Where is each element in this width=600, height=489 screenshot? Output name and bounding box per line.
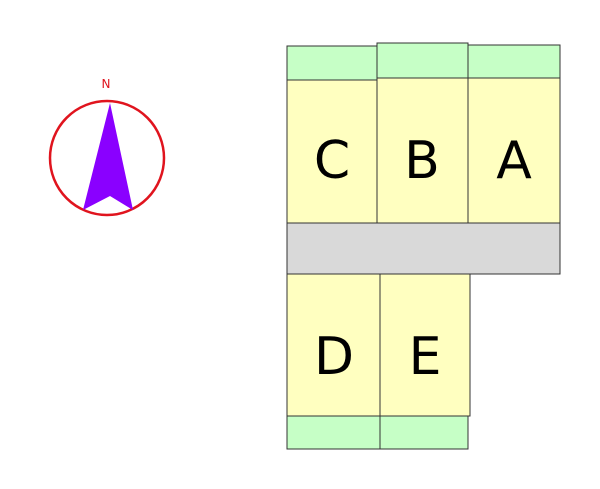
lot-a[interactable] <box>467 77 561 224</box>
lot-label-c: C <box>314 131 350 191</box>
green-strip-e <box>379 415 469 450</box>
compass-ring <box>48 99 166 217</box>
green-strip-a <box>467 44 561 79</box>
lot-c[interactable] <box>286 79 378 224</box>
green-strip-c <box>286 45 378 81</box>
road <box>286 222 561 275</box>
lot-label-a: A <box>496 131 532 191</box>
lot-b[interactable] <box>376 77 469 224</box>
lot-label-e: E <box>409 327 442 387</box>
north-arrow-icon <box>83 103 133 210</box>
green-strip-d <box>286 415 381 450</box>
lot-group-north: C B A <box>286 42 561 224</box>
lot-label-d: D <box>314 327 354 387</box>
north-compass: N <box>48 77 166 217</box>
lot-label-b: B <box>404 131 440 191</box>
lot-d[interactable] <box>286 273 381 417</box>
green-strip-b <box>376 42 469 79</box>
lot-group-south: D E <box>286 273 471 450</box>
north-label: N <box>102 77 111 91</box>
